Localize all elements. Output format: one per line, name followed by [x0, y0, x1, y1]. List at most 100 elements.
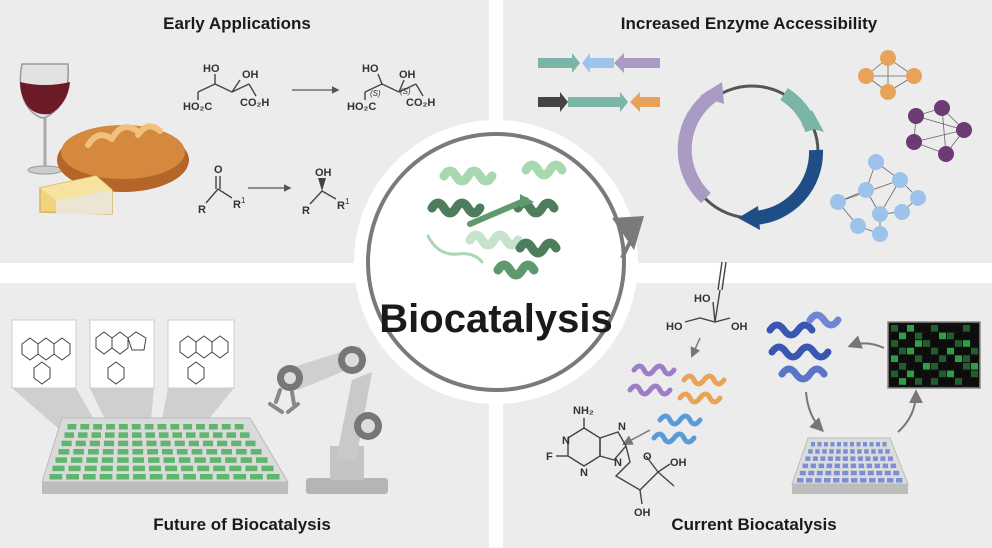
heatmap-cell	[899, 325, 906, 332]
title-early-applications: Early Applications	[163, 14, 311, 33]
heatmap-cell	[955, 355, 962, 362]
plate-well	[118, 440, 129, 447]
chem-label: F	[546, 451, 553, 463]
heatmap-cell	[899, 363, 906, 370]
stereo-label: (S)	[400, 87, 411, 96]
plate-well	[842, 456, 848, 461]
plate-well	[226, 432, 236, 438]
heatmap-cell	[939, 340, 946, 347]
plate-well	[176, 449, 188, 455]
chem-label: OH	[242, 69, 259, 81]
title-increased-enzyme-accessibility: Increased Enzyme Accessibility	[621, 14, 878, 33]
plate-well	[174, 440, 185, 447]
heatmap-cell	[963, 340, 970, 347]
plate-well	[216, 474, 230, 480]
plate-well	[157, 424, 167, 430]
plate-well	[78, 432, 88, 438]
heatmap-cell	[955, 325, 962, 332]
heatmap-cell	[891, 370, 898, 378]
heatmap-cell	[931, 378, 938, 385]
chem-label: HO	[694, 293, 711, 305]
plate-well	[116, 465, 129, 472]
plate-well	[106, 424, 115, 430]
plate-well	[245, 440, 256, 447]
chem-label: HO	[666, 321, 683, 333]
chem-label: O	[214, 164, 223, 176]
heatmap-cell	[971, 378, 978, 385]
heatmap-cell	[939, 325, 946, 332]
plate-well	[132, 465, 145, 472]
plate-well	[880, 456, 886, 461]
plate-well	[73, 449, 85, 455]
chem-label: HO	[203, 63, 220, 75]
plate-well	[163, 457, 175, 463]
plate-well	[225, 457, 237, 463]
plate-well	[824, 442, 828, 447]
center-hub: Biocatalysis	[354, 120, 644, 404]
heatmap-cell	[947, 363, 954, 370]
heatmap-cell	[891, 340, 898, 347]
heatmap-cell	[971, 370, 978, 378]
wine-glass-icon	[19, 63, 70, 175]
plate-well	[170, 424, 180, 430]
heatmap-cell	[915, 378, 922, 385]
heatmap-cell	[915, 347, 922, 355]
plate-well	[250, 474, 263, 480]
plate-well	[884, 470, 891, 476]
heatmap-cell	[939, 378, 946, 385]
plate-well	[149, 474, 163, 480]
heatmap-cell	[947, 347, 954, 355]
plate-well	[101, 457, 114, 463]
plate-well	[91, 432, 101, 438]
plate-well	[833, 470, 840, 476]
plate-well	[824, 478, 831, 483]
heatmap-cell	[915, 332, 922, 340]
plate-well	[117, 457, 129, 463]
engineered-enzyme-icon	[766, 311, 842, 383]
heatmap-cell	[963, 325, 970, 332]
heatmap-cell	[923, 325, 930, 332]
plate-well	[842, 478, 849, 483]
plate-well	[234, 424, 244, 430]
chem-label: O	[643, 451, 652, 463]
plate-well	[878, 478, 885, 483]
plate-well	[850, 456, 856, 461]
tartaric-acid-reaction: HO OH HO₂C CO₂H HO OH (S) (S) HO₂C CO₂H	[183, 63, 435, 113]
plate-well	[66, 474, 79, 480]
heatmap-screen	[887, 321, 981, 389]
plate-well	[797, 478, 804, 483]
heatmap-cell	[963, 332, 970, 340]
plate-well	[842, 470, 849, 476]
center-ring	[366, 132, 626, 392]
heatmap-cell	[963, 355, 970, 362]
plate-well	[132, 440, 143, 447]
heatmap-cell	[947, 378, 954, 385]
plate-well	[250, 449, 262, 455]
heatmap-cell	[931, 355, 938, 362]
plate-well	[806, 478, 813, 483]
heatmap-cell	[931, 340, 938, 347]
plate-well	[188, 440, 199, 447]
plate-well	[199, 432, 209, 438]
plate-well	[893, 470, 900, 476]
plate-well	[805, 456, 811, 461]
heatmap-cell	[907, 370, 914, 378]
heatmap-cell	[923, 370, 930, 378]
heatmap-cell	[931, 325, 938, 332]
plate-well	[878, 449, 883, 454]
heatmap-cell	[963, 378, 970, 385]
plate-well	[233, 474, 247, 480]
plate-well	[240, 432, 250, 438]
plate-well	[89, 440, 100, 447]
heatmap-cell	[915, 370, 922, 378]
chem-label: N	[562, 435, 570, 447]
plate-well	[147, 449, 158, 455]
plate-well	[833, 478, 840, 483]
chem-sup: 1	[241, 196, 246, 205]
plate-well	[858, 463, 865, 469]
plate-well	[221, 449, 232, 455]
chem-label: OH	[634, 507, 651, 519]
plate-well	[217, 440, 228, 447]
plate-well	[231, 440, 242, 447]
